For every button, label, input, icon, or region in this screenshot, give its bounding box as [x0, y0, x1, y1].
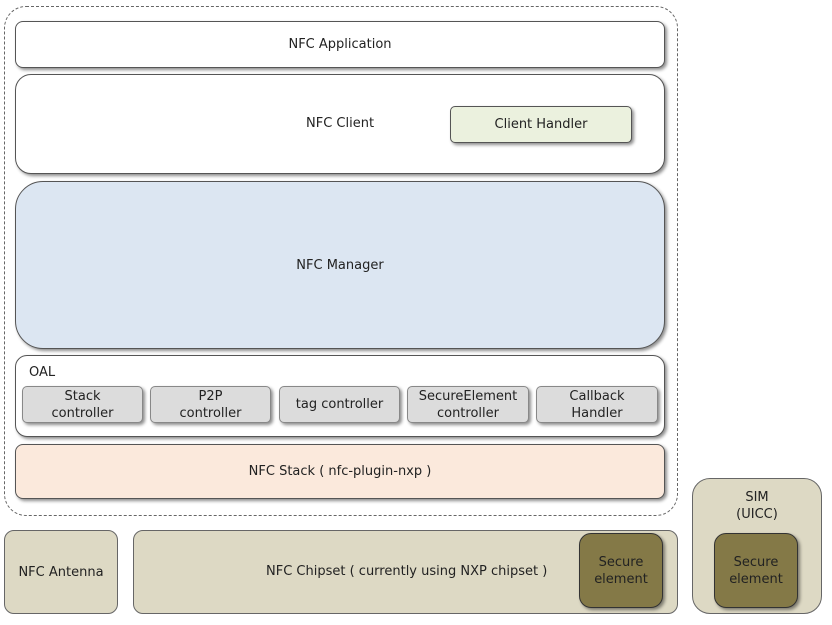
p2p-controller-block: P2P controller: [150, 386, 271, 423]
callback-handler-block: Callback Handler: [536, 386, 658, 423]
secureelement-controller-line1: SecureElement: [418, 388, 518, 404]
sim-label-line1: SIM: [745, 490, 769, 505]
nfc-antenna-label: NFC Antenna: [18, 564, 104, 580]
client-handler-label: Client Handler: [494, 117, 588, 132]
nfc-chipset-label: NFC Chipset ( currently using NXP chipse…: [266, 564, 548, 579]
stack-controller-line1: Stack: [64, 388, 101, 404]
chipset-secure-line1: Secure: [598, 554, 644, 570]
p2p-controller-line2: controller: [179, 405, 242, 421]
secureelement-controller-block: SecureElement controller: [407, 386, 529, 423]
nfc-antenna-block: NFC Antenna: [4, 530, 118, 614]
callback-handler-line2: Handler: [571, 405, 623, 421]
nfc-client-label: NFC Client: [306, 116, 375, 131]
chipset-secure-line2: element: [594, 571, 648, 587]
oal-label: OAL: [29, 365, 56, 380]
sim-secure-line1: Secure: [733, 554, 779, 570]
sim-label-line2: (UICC): [736, 507, 778, 522]
nfc-stack-block: NFC Stack ( nfc-plugin-nxp ): [15, 444, 665, 499]
nfc-stack-label: NFC Stack ( nfc-plugin-nxp ): [248, 464, 432, 479]
stack-controller-line2: controller: [51, 405, 114, 421]
callback-handler-line1: Callback: [569, 388, 625, 404]
client-handler-block: Client Handler: [450, 106, 632, 143]
tag-controller-block: tag controller: [279, 386, 400, 423]
nfc-application-label: NFC Application: [288, 37, 392, 52]
software-stack-frame: [4, 6, 678, 516]
sim-label: SIM (UICC): [692, 489, 822, 523]
p2p-controller-line1: P2P: [198, 388, 223, 404]
nfc-manager-block: NFC Manager: [15, 181, 665, 349]
tag-controller-label: tag controller: [295, 397, 384, 412]
secureelement-controller-line2: controller: [436, 405, 499, 421]
stack-controller-block: Stack controller: [22, 386, 143, 423]
nfc-application-block: NFC Application: [15, 21, 665, 68]
sim-secure-element-block: Secure element: [714, 533, 798, 608]
nfc-manager-label: NFC Manager: [296, 257, 384, 273]
sim-secure-line2: element: [729, 571, 783, 587]
chipset-secure-element-block: Secure element: [579, 533, 663, 608]
